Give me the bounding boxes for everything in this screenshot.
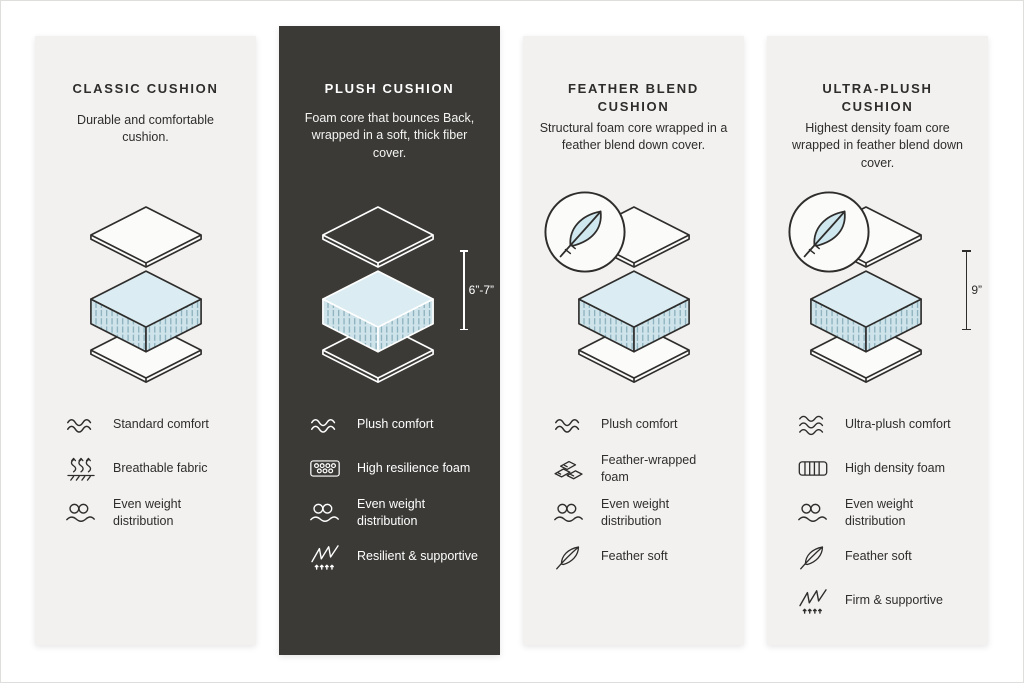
card-classic-cushion: CLASSIC CUSHION Durable and comfortable …: [35, 36, 256, 645]
weight-distribution-icon: [551, 501, 587, 524]
top-cover-layer: [89, 206, 202, 268]
feather-badge-icon: [544, 191, 626, 273]
cushion-illustration: [523, 191, 744, 402]
feature-label: Feather soft: [845, 549, 912, 564]
feature-row: Firm & supportive: [795, 584, 980, 617]
weight-distribution-icon: [307, 501, 343, 524]
cushion-mount: [316, 202, 464, 393]
resilience-foam-icon: [307, 457, 343, 480]
cushion-illustration: [35, 202, 256, 402]
feature-row: Resilient & supportive: [307, 540, 492, 573]
feature-row: High resilience foam: [307, 452, 492, 485]
feature-label: Feather soft: [601, 549, 668, 564]
breathable-icon: [63, 456, 99, 482]
weight-distribution-icon: [63, 501, 99, 524]
feature-row: Even weight distribution: [307, 496, 492, 529]
feature-label: Standard comfort: [113, 417, 209, 432]
comfort-waves-icon: [307, 413, 343, 436]
layered-foam-icon: [551, 456, 587, 482]
spring-support-icon: [307, 544, 343, 570]
feature-label: Ultra-plush comfort: [845, 417, 951, 432]
thickness-label: 9”: [971, 283, 982, 297]
card-title: ULTRA-PLUSH CUSHION: [822, 81, 933, 114]
card-plush-cushion: PLUSH CUSHION Foam core that bounces Bac…: [279, 26, 500, 655]
foam-core-layer: [577, 270, 690, 353]
feature-label: Resilient & supportive: [357, 549, 478, 564]
feather-badge: [543, 190, 627, 279]
thickness-measurement: 9”: [963, 250, 982, 330]
card-description: Foam core that bounces Back, wrapped in …: [304, 111, 475, 160]
feature-row: Even weight distribution: [63, 496, 248, 529]
feature-row: Feather soft: [795, 540, 980, 573]
cushion-diagram: [321, 206, 434, 383]
weight-distribution-icon: [795, 501, 831, 524]
feature-label: Breathable fabric: [113, 461, 208, 476]
feature-row: Plush comfort: [551, 408, 736, 441]
cushion-illustration: 6”-7”: [279, 202, 500, 402]
feature-label: Even weight distribution: [601, 497, 670, 528]
card-description: Structural foam core wrapped in a feathe…: [539, 121, 728, 153]
feather-icon: [551, 543, 587, 570]
feature-row: Feather-wrapped foam: [551, 452, 736, 485]
top-cover-layer: [321, 206, 434, 268]
density-foam-icon: [795, 457, 831, 480]
foam-core-layer: [321, 270, 434, 353]
cushion-mount: [72, 202, 220, 393]
feature-row: Even weight distribution: [551, 496, 736, 529]
feather-badge-icon: [788, 191, 870, 273]
feature-label: Firm & supportive: [845, 593, 943, 608]
card-description: Durable and comfortable cushion.: [77, 113, 214, 145]
card-description: Highest density foam core wrapped in fea…: [792, 121, 963, 170]
feature-row: Plush comfort: [307, 408, 492, 441]
foam-core-layer: [809, 270, 922, 353]
feature-label: Feather-wrapped foam: [601, 453, 697, 484]
card-ultra-plush-cushion: ULTRA-PLUSH CUSHION Highest density foam…: [767, 36, 988, 645]
comfort-waves-3-icon: [795, 413, 831, 436]
feature-label: Even weight distribution: [113, 497, 182, 528]
feature-row: Standard comfort: [63, 408, 248, 441]
feature-row: Ultra-plush comfort: [795, 408, 980, 441]
card-title: CLASSIC CUSHION: [72, 81, 219, 96]
feature-row: Even weight distribution: [795, 496, 980, 529]
card-title: FEATHER BLEND CUSHION: [568, 81, 699, 114]
thickness-measurement: 6”-7”: [460, 250, 494, 330]
card-row: CLASSIC CUSHION Durable and comfortable …: [35, 26, 988, 655]
comfort-waves-icon: [63, 413, 99, 436]
feature-label: Even weight distribution: [845, 497, 914, 528]
feather-badge: [787, 190, 871, 279]
thickness-label: 6”-7”: [468, 283, 494, 297]
foam-core-layer: [89, 270, 202, 353]
feature-label: Plush comfort: [357, 417, 434, 432]
card-title: PLUSH CUSHION: [324, 81, 455, 96]
feature-label: Even weight distribution: [357, 497, 426, 528]
feature-label: High resilience foam: [357, 461, 471, 476]
feature-row: Feather soft: [551, 540, 736, 573]
spring-support-icon: [795, 588, 831, 614]
feature-row: Breathable fabric: [63, 452, 248, 485]
feather-icon: [795, 543, 831, 570]
measure-line: [963, 250, 970, 330]
feature-label: High density foam: [845, 461, 946, 476]
measure-line: [460, 250, 467, 330]
comfort-waves-icon: [551, 413, 587, 436]
card-feather-blend-cushion: FEATHER BLEND CUSHION Structural foam co…: [523, 36, 744, 645]
cushion-illustration: 9”: [767, 191, 988, 402]
feature-row: High density foam: [795, 452, 980, 485]
feature-label: Plush comfort: [601, 417, 678, 432]
cushion-diagram: [89, 206, 202, 383]
